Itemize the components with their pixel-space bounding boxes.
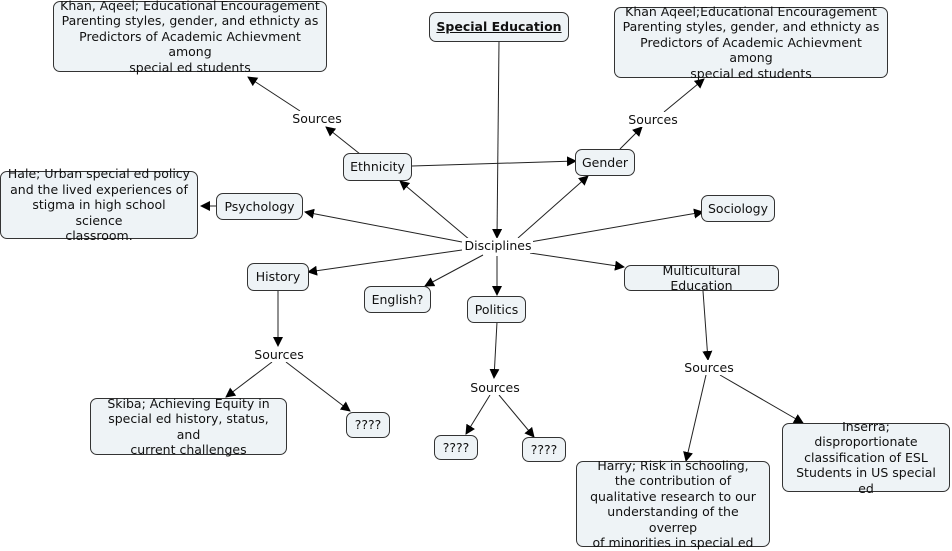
resource-skiba[interactable]: Skiba; Achieving Equity in special ed hi… (90, 396, 287, 457)
resource-khan-left[interactable]: Khan, Aqeel; Educational Encouragement P… (53, 0, 327, 75)
edge-sources-khanleft (247, 76, 301, 112)
edge-sources-skiba (225, 361, 273, 398)
edge-hub-gender (517, 175, 589, 239)
edge-hub-history (307, 249, 463, 276)
linking-phrase-sources[interactable]: Sources (290, 111, 344, 126)
resource-unknown[interactable]: ???? (522, 437, 566, 462)
edge-sources-harry (683, 374, 707, 462)
edge-hub-psychology (304, 208, 463, 243)
resource-unknown[interactable]: ???? (346, 412, 390, 438)
node-ethnicity[interactable]: Ethnicity (343, 153, 412, 181)
edge-sources-q2 (465, 394, 491, 435)
edge-ethnicity-gender (411, 156, 577, 167)
node-english[interactable]: English? (364, 286, 431, 313)
edge-sources-q3 (498, 394, 535, 438)
edge-sources-khanright (663, 78, 705, 113)
node-gender[interactable]: Gender (575, 149, 635, 176)
edge-hub-ethnicity (399, 180, 471, 241)
edge-sources-q1 (285, 361, 351, 412)
linking-phrase-sources[interactable]: Sources (626, 112, 680, 127)
node-sociology[interactable]: Sociology (701, 195, 775, 222)
resource-harry[interactable]: Harry; Risk in schooling, the contributi… (576, 458, 770, 550)
edge-politics-sources (489, 321, 500, 379)
linking-phrase-sources[interactable]: Sources (682, 360, 736, 375)
edge-gender-sources (619, 126, 643, 150)
node-history[interactable]: History (247, 263, 309, 291)
linking-phrase-sources[interactable]: Sources (468, 380, 522, 395)
edge-hub-multicultural (529, 252, 625, 271)
node-politics[interactable]: Politics (467, 296, 526, 323)
resource-hale[interactable]: Hale; Urban special ed policy and the li… (0, 166, 198, 243)
edge-sources-inserra (719, 374, 804, 424)
root-node-special-education[interactable]: Special Education (429, 12, 569, 42)
linking-phrase-disciplines[interactable]: Disciplines (463, 238, 533, 253)
resource-khan-right[interactable]: Khan Aqeel;Educational Encouragement Par… (614, 4, 888, 81)
node-psychology[interactable]: Psychology (216, 193, 303, 220)
linking-phrase-sources[interactable]: Sources (252, 347, 306, 362)
resource-inserra[interactable]: Inserra; disproportionate classification… (782, 419, 950, 496)
node-multicultural-education[interactable]: Multicultural Education (624, 263, 779, 293)
resource-unknown[interactable]: ???? (434, 435, 478, 460)
edge-hub-sociology (529, 208, 704, 243)
edge-multicultural-sources (702, 290, 713, 361)
edge-ethnicity-sources (325, 126, 361, 155)
edge-hub-english (424, 254, 484, 287)
edge-root-hub (492, 40, 503, 239)
